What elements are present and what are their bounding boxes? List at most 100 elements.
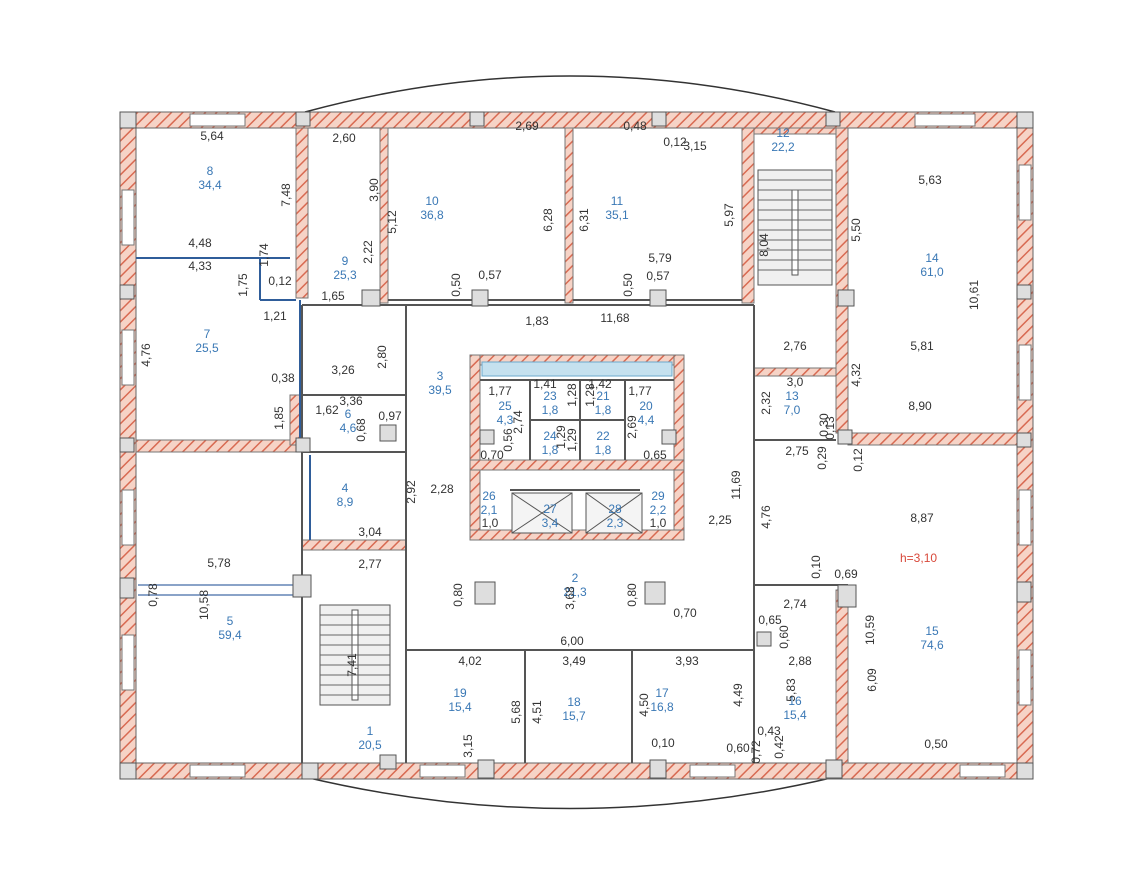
dimension-label: 2,74: [511, 410, 525, 434]
dimension-label: 2,76: [783, 339, 807, 353]
room-area-1: 20,5: [358, 738, 382, 752]
dimension-label: 0,69: [834, 567, 858, 581]
dimension-label: 2,75: [785, 444, 809, 458]
dimension-label: 1,75: [236, 273, 250, 297]
dimension-label: 6,28: [541, 208, 555, 232]
top-arc: [304, 75, 836, 113]
room-number-3: 3: [437, 369, 444, 383]
room-area-12: 22,2: [771, 140, 795, 154]
room-area-3: 39,5: [428, 383, 452, 397]
dimension-label: 5,97: [722, 203, 736, 227]
elevators: [511, 492, 643, 534]
dimension-label: 5,83: [784, 678, 798, 702]
dimension-label: 5,79: [648, 251, 672, 265]
room-number-14: 14: [925, 251, 939, 265]
bottom-arc: [304, 776, 836, 810]
room-area-22: 1,8: [595, 443, 612, 457]
dimension-label: 4,48: [188, 236, 212, 250]
dimension-label: 3,68: [563, 586, 577, 610]
room-number-2: 2: [572, 571, 579, 585]
dimension-label: 5,68: [509, 700, 523, 724]
dimension-label: 10,59: [863, 615, 877, 645]
dimension-label: 3,04: [358, 525, 382, 539]
dimension-label: 0,60: [726, 741, 750, 755]
room-number-18: 18: [567, 695, 581, 709]
dimension-label: 4,50: [637, 693, 651, 717]
dimension-label: 4,51: [530, 700, 544, 724]
room-number-16: 16: [788, 694, 802, 708]
room-area-8: 34,4: [198, 178, 222, 192]
dimension-label: 0,78: [146, 583, 160, 607]
dimension-label: 2,69: [515, 119, 539, 133]
dimension-label: 1,83: [525, 314, 549, 328]
dimension-label: 1,42: [588, 377, 612, 391]
dimension-label: 1,62: [315, 403, 339, 417]
room-number-8: 8: [207, 164, 214, 178]
room-area-25: 4,3: [497, 413, 514, 427]
dimension-label: 5,78: [207, 556, 231, 570]
dimension-label: 0,80: [451, 583, 465, 607]
dimension-label: 2,80: [375, 345, 389, 369]
dimension-label: 2,74: [783, 597, 807, 611]
room-number-25: 25: [498, 399, 512, 413]
room-area-2: 21,3: [563, 585, 587, 599]
dimension-label: 1,41: [533, 377, 557, 391]
windows: [121, 113, 1032, 778]
dimension-label: 1,28: [583, 383, 597, 407]
room-number-13: 13: [785, 389, 799, 403]
dimension-label: 1,65: [321, 289, 345, 303]
room-number-23: 23: [543, 389, 557, 403]
dimension-label: 0,29: [815, 446, 829, 470]
dimension-label: 1,29: [554, 425, 568, 449]
room-number-9: 9: [342, 254, 349, 268]
dimension-label: 0,48: [623, 119, 647, 133]
dimension-label: 1,28: [565, 383, 579, 407]
dimension-label: 0,56: [501, 428, 515, 452]
dimension-label: 1,21: [263, 309, 287, 323]
room-number-10: 10: [425, 194, 439, 208]
dimension-label: 3,49: [562, 654, 586, 668]
dimension-label: 3,93: [675, 654, 699, 668]
dimension-label: 6,09: [865, 668, 879, 692]
blue-partitions: [136, 257, 311, 596]
dimension-label: 0,12: [268, 274, 292, 288]
room-number-27: 27: [543, 502, 557, 516]
dimension-label: 0,80: [625, 583, 639, 607]
dimension-label: 0,30: [817, 413, 831, 437]
dimension-label: 2,28: [430, 482, 454, 496]
room-area-23: 1,8: [542, 403, 559, 417]
dimension-label: 2,32: [759, 391, 773, 415]
dimension-label: 3,26: [331, 363, 355, 377]
dimension-label: 0,38: [271, 371, 295, 385]
dimension-label: 0,57: [478, 268, 502, 282]
dimension-label: 4,49: [731, 683, 745, 707]
room-number-28: 28: [608, 502, 622, 516]
room-area-19: 15,4: [448, 700, 472, 714]
dimension-label: 10,61: [967, 280, 981, 310]
dimension-label: 3,36: [339, 394, 363, 408]
room-area-6: 4,6: [340, 421, 357, 435]
room-number-11: 11: [611, 194, 624, 208]
ventilation-strip: [481, 361, 673, 377]
room-number-6: 6: [345, 407, 352, 421]
dimension-label: 3,15: [461, 734, 475, 758]
dimension-label: 0,65: [643, 448, 667, 462]
dimension-label: 0,68: [354, 418, 368, 442]
room-area-16: 15,4: [783, 708, 807, 722]
room-area-7: 25,5: [195, 341, 219, 355]
dimension-label: 0,50: [924, 737, 948, 751]
room-area-10: 36,8: [420, 208, 444, 222]
partitions: [301, 299, 848, 763]
room-area-15: 74,6: [920, 638, 944, 652]
dimension-label: 4,02: [458, 654, 482, 668]
room-area-5: 59,4: [218, 628, 242, 642]
room-number-15: 15: [925, 624, 939, 638]
dimension-label: 0,65: [758, 613, 782, 627]
dimension-label: 3,0: [787, 375, 804, 389]
dimension-label: 0,97: [378, 409, 402, 423]
room-area-11: 35,1: [605, 208, 629, 222]
dimension-label: 5,64: [200, 129, 224, 143]
dimension-label: 0,13: [823, 416, 837, 440]
